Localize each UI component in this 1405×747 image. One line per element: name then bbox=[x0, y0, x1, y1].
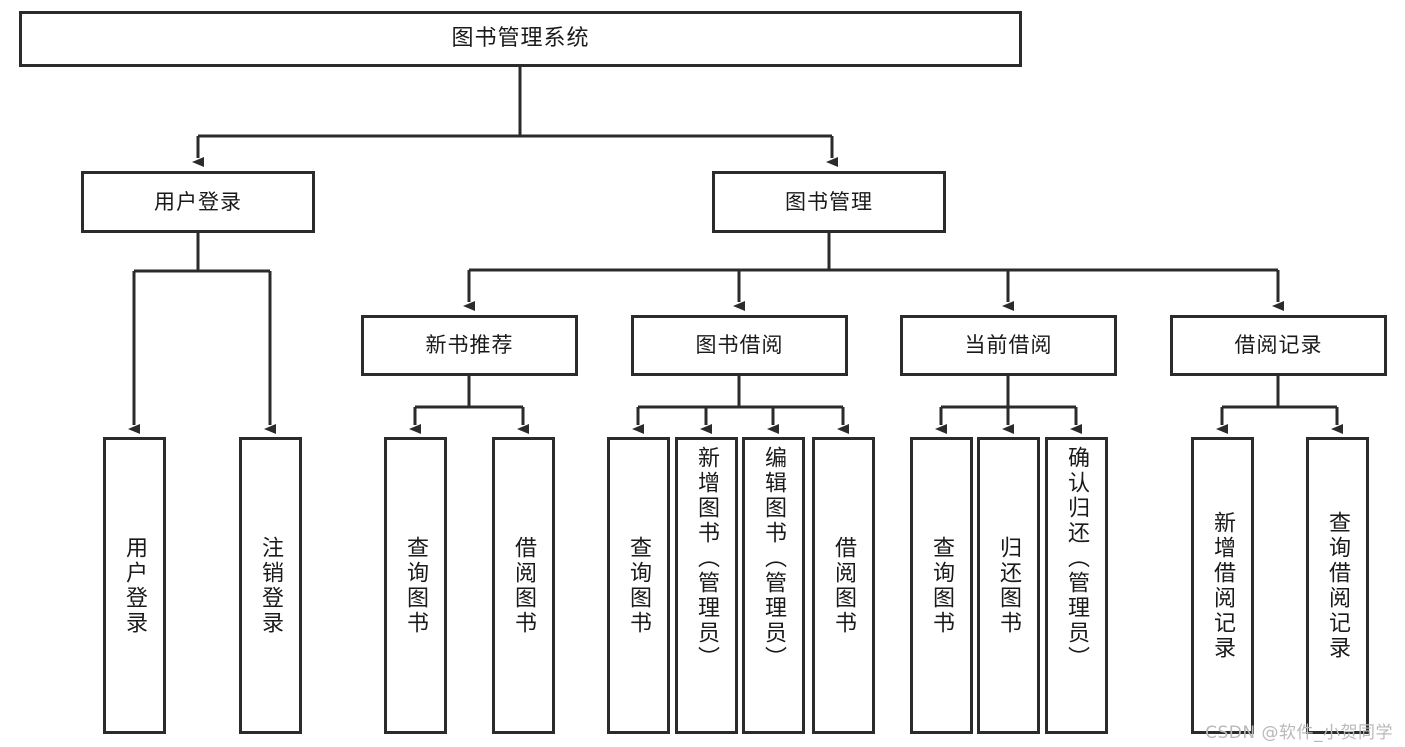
leaf-records-add-record[interactable]: 新增借阅记录 bbox=[1191, 437, 1254, 734]
node-label: 新书推荐 bbox=[425, 333, 514, 358]
leaf-current-return-book[interactable]: 归还图书 bbox=[977, 437, 1040, 734]
node-root-book-management-system[interactable]: 图书管理系统 bbox=[19, 11, 1022, 67]
node-borrow-records[interactable]: 借阅记录 bbox=[1170, 315, 1387, 376]
leaf-user-login-signout[interactable]: 注销登录 bbox=[239, 437, 302, 734]
leaf-current-confirm-return-admin[interactable]: 确认归还（管理员） bbox=[1045, 437, 1108, 734]
node-label: 查询图书 bbox=[626, 535, 652, 636]
node-label: 查询图书 bbox=[403, 535, 429, 636]
leaf-borrow-edit-book-admin[interactable]: 编辑图书（管理员） bbox=[742, 437, 805, 734]
watermark-text: CSDN @软件_小贺同学 bbox=[1205, 723, 1393, 743]
node-label: 图书管理 bbox=[785, 189, 873, 214]
node-label: 图书借阅 bbox=[695, 333, 784, 358]
node-label: 归还图书 bbox=[996, 535, 1022, 636]
node-label: 当前借阅 bbox=[964, 333, 1053, 358]
leaf-borrow-add-book-admin[interactable]: 新增图书（管理员） bbox=[675, 437, 738, 734]
node-user-login[interactable]: 用户登录 bbox=[81, 171, 315, 233]
leaf-records-query-record[interactable]: 查询借阅记录 bbox=[1306, 437, 1369, 734]
node-label: 用户登录 bbox=[154, 189, 242, 214]
node-label: 借阅图书 bbox=[831, 535, 857, 636]
node-current-borrow[interactable]: 当前借阅 bbox=[900, 315, 1117, 376]
leaf-user-login-signin[interactable]: 用户登录 bbox=[103, 437, 166, 734]
leaf-current-query-book[interactable]: 查询图书 bbox=[910, 437, 973, 734]
leaf-borrow-borrow-book[interactable]: 借阅图书 bbox=[812, 437, 875, 734]
node-label: 注销登录 bbox=[258, 535, 284, 636]
node-label: 确认归还（管理员） bbox=[1064, 446, 1090, 671]
leaf-new-books-borrow-book[interactable]: 借阅图书 bbox=[492, 437, 555, 734]
leaf-new-books-query-book[interactable]: 查询图书 bbox=[384, 437, 447, 734]
node-label: 新增图书（管理员） bbox=[694, 446, 720, 671]
node-label: 借阅记录 bbox=[1234, 333, 1323, 358]
node-label: 图书管理系统 bbox=[451, 26, 590, 52]
node-label: 新增借阅记录 bbox=[1210, 510, 1236, 661]
node-label: 查询借阅记录 bbox=[1325, 510, 1351, 661]
leaf-borrow-query-book[interactable]: 查询图书 bbox=[607, 437, 670, 734]
node-book-management[interactable]: 图书管理 bbox=[712, 171, 946, 233]
node-label: 用户登录 bbox=[122, 535, 148, 636]
node-label: 借阅图书 bbox=[511, 535, 537, 636]
node-label: 查询图书 bbox=[929, 535, 955, 636]
node-book-borrow[interactable]: 图书借阅 bbox=[631, 315, 848, 376]
node-label: 编辑图书（管理员） bbox=[761, 446, 787, 671]
node-new-book-recommend[interactable]: 新书推荐 bbox=[361, 315, 578, 376]
